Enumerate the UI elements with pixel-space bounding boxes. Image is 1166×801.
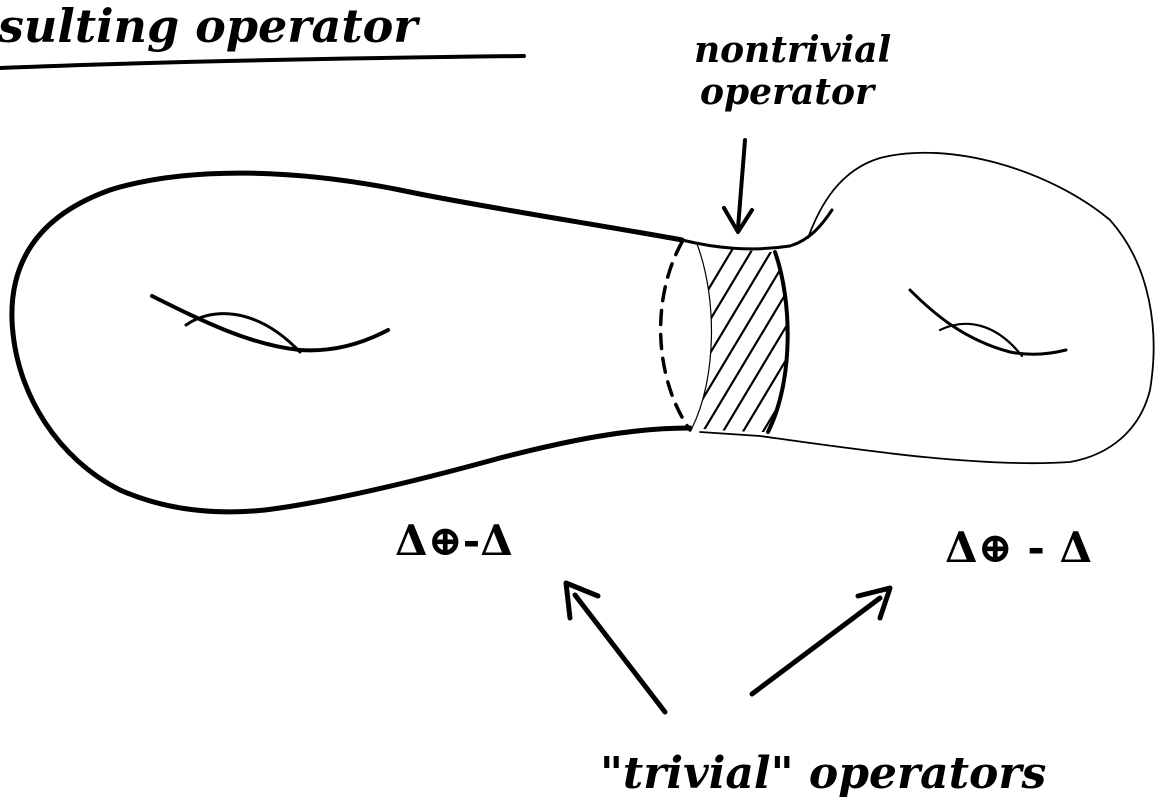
nontrivial-label-line1: nontrivial bbox=[694, 29, 891, 71]
band-middle-edge bbox=[692, 244, 711, 428]
title-underline bbox=[0, 56, 524, 68]
formula-right: Δ⊕ - Δ bbox=[945, 523, 1092, 572]
right-hole-top bbox=[910, 290, 1066, 354]
nontrivial-label-line2: operator bbox=[700, 71, 877, 113]
trivial-caption: "trivial" operators bbox=[600, 748, 1046, 799]
band-back-edge-dashed bbox=[661, 242, 690, 430]
left-torus-outline bbox=[12, 173, 690, 512]
formula-left: Δ⊕-Δ bbox=[395, 516, 513, 565]
title: sulting operator bbox=[0, 0, 421, 53]
right-trivial-arrow bbox=[752, 598, 880, 694]
right-torus-outline bbox=[700, 153, 1154, 463]
nontrivial-arrow bbox=[738, 140, 745, 228]
neck-top-outline bbox=[682, 210, 832, 249]
left-trivial-arrow bbox=[575, 595, 665, 712]
